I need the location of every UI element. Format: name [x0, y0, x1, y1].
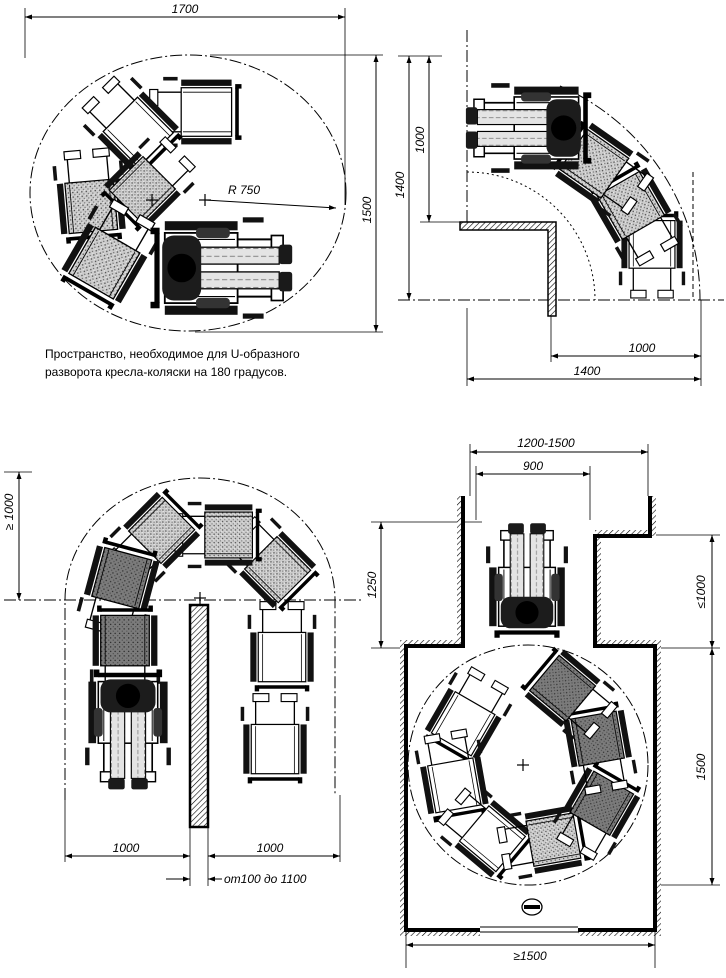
wall-hatching	[400, 496, 661, 936]
radius-label: R 750	[228, 183, 260, 197]
clearance-label: ≥ 1000	[2, 493, 16, 530]
turning-space-outline	[64, 477, 336, 800]
width-label: 1700	[172, 2, 199, 16]
turning-arc-outer	[559, 85, 701, 301]
caption-line-2: разворота кресла-коляски на 180 градусов…	[45, 365, 287, 379]
height-label: 1500	[360, 196, 374, 223]
u-turn-figure: 1700 1500 R 750 Пространство, необходимо…	[24, 2, 383, 379]
outer-width-label: 1200-1500	[517, 436, 575, 450]
corner-turn-figure: 1400 1000 1000 1400	[393, 30, 724, 386]
center-mark	[146, 194, 158, 206]
center-mark	[194, 592, 206, 604]
floor-drain-icon	[521, 898, 543, 916]
outer-height-label: 1400	[393, 171, 407, 198]
room-entry-figure: 1200-1500 900 1250 ≤1000 1500	[365, 436, 720, 968]
wheelchair-with-user	[85, 670, 171, 790]
right-width-label: 1000	[257, 841, 284, 855]
inner-height-label: 1000	[413, 126, 427, 153]
room-width-label: ≥1500	[513, 949, 547, 963]
turning-arc-inner	[466, 171, 596, 301]
wheelchair-with-user	[151, 217, 293, 318]
niche-label: ≤1000	[694, 575, 708, 609]
caption-line-1: Пространство, необходимое для U-образног…	[45, 347, 300, 361]
left-width-label: 1000	[113, 841, 140, 855]
wall-turn-figure: ≥ 1000 1000 1000 от100 до 1100	[2, 471, 362, 886]
turning-circle	[407, 644, 649, 886]
room-depth-label: 1500	[694, 753, 708, 780]
wheelchair-empty	[248, 602, 317, 692]
corridor-length-label: 1250	[365, 571, 379, 598]
center-mark	[517, 759, 529, 771]
dividing-wall	[188, 603, 210, 829]
inner-width-label: 1000	[629, 341, 656, 355]
corridor-width-label: 900	[523, 459, 543, 473]
wheelchair-empty	[418, 661, 519, 769]
wheelchair-empty	[241, 694, 310, 784]
outer-width-label: 1400	[574, 364, 601, 378]
room-walls	[404, 496, 480, 932]
wheelchair-with-user	[466, 83, 591, 173]
turning-space-outline	[29, 54, 347, 332]
wall-thickness-label: от100 до 1100	[224, 872, 307, 886]
radius-line	[204, 199, 337, 211]
corner-wall	[459, 221, 557, 317]
wheelchair-with-user	[486, 523, 568, 637]
